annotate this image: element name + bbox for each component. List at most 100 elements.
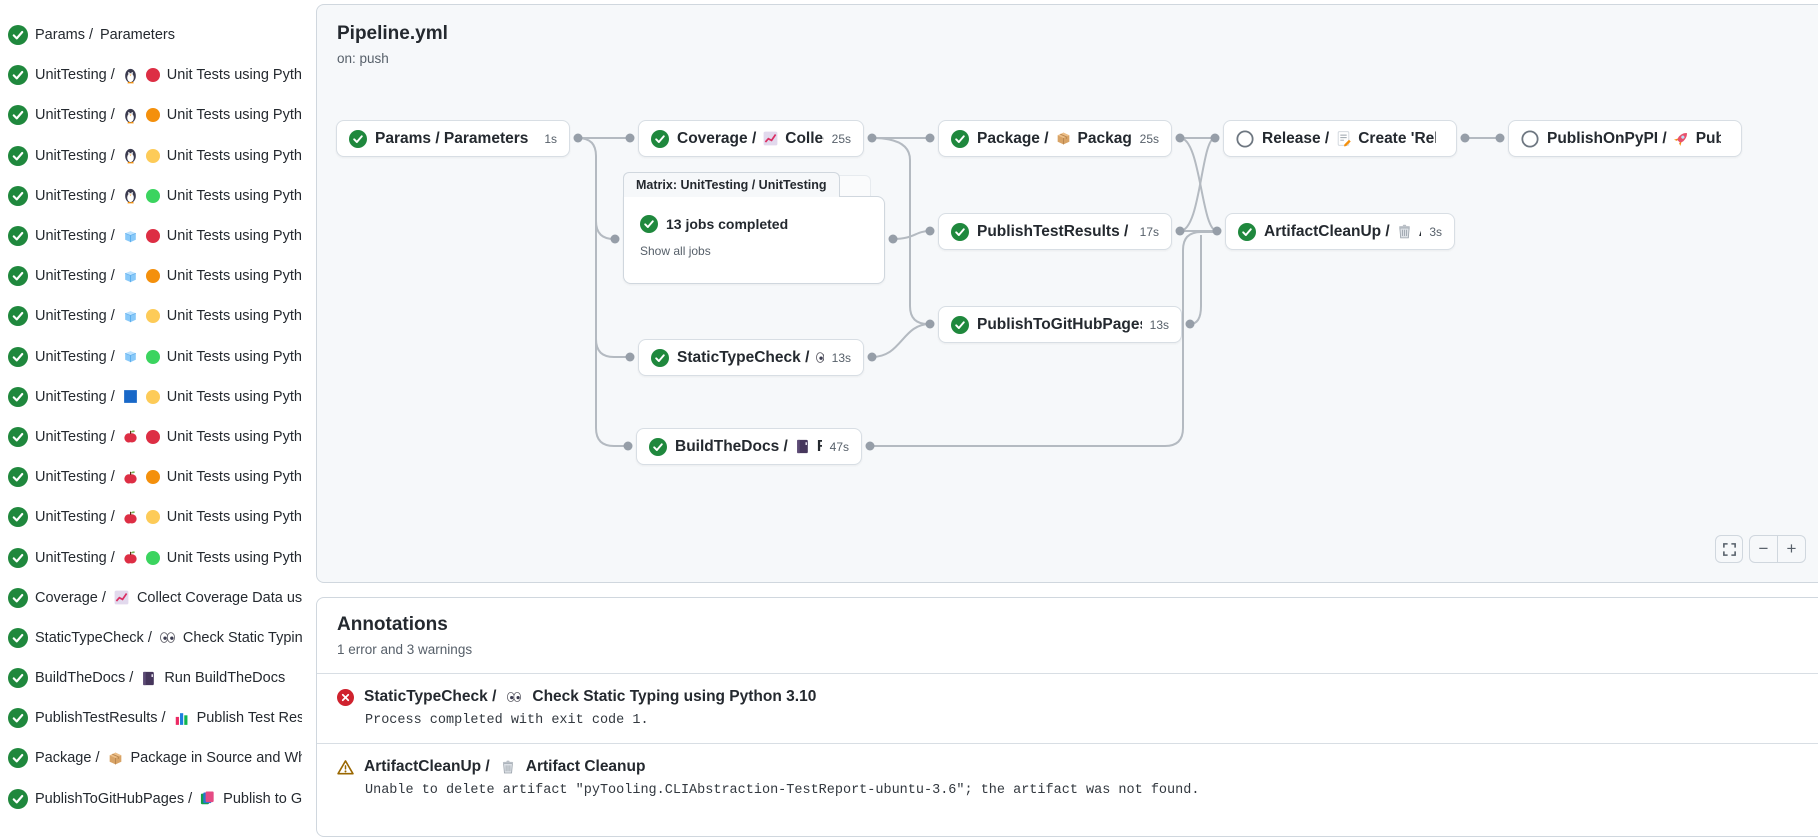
penguin-icon bbox=[122, 67, 139, 84]
sidebar-job-item[interactable]: UnitTesting / Unit Tests using Pyth... bbox=[0, 136, 302, 176]
annotation-job-name: StaticTypeCheck / bbox=[364, 688, 497, 705]
success-icon bbox=[951, 129, 969, 148]
sidebar-job-item[interactable]: UnitTesting / Unit Tests using Pyth... bbox=[0, 417, 302, 457]
annotations-title: Annotations bbox=[337, 614, 448, 635]
memo-icon bbox=[1335, 130, 1352, 147]
skipped-icon bbox=[1521, 129, 1539, 148]
sidebar-job-item[interactable]: BuildTheDocs / Run BuildTheDocs bbox=[0, 658, 302, 698]
job-node[interactable]: Package / Package in So... 25s bbox=[938, 120, 1172, 157]
job-list-sidebar: Params / Parameters UnitTesting / Unit T… bbox=[0, 15, 302, 819]
job-name: UnitTesting / bbox=[35, 228, 115, 245]
apple-icon bbox=[122, 549, 139, 566]
success-icon bbox=[8, 266, 28, 287]
sidebar-job-item[interactable]: UnitTesting / Unit Tests using Pyth... bbox=[0, 216, 302, 256]
job-title: Unit Tests using Pyth... bbox=[166, 469, 302, 486]
success-icon bbox=[651, 129, 669, 148]
job-node[interactable]: Params / Parameters 1s bbox=[336, 120, 570, 157]
job-node[interactable]: PublishToGitHubPages / ... 13s bbox=[938, 306, 1182, 343]
job-node[interactable]: BuildTheDocs / Run Buil... 47s bbox=[636, 428, 862, 465]
success-icon bbox=[8, 306, 28, 327]
job-title: Unit Tests using Pyth... bbox=[166, 428, 302, 445]
sidebar-job-item[interactable]: UnitTesting / Unit Tests using Pyth... bbox=[0, 497, 302, 537]
job-node[interactable]: ArtifactCleanUp / Artifac... 3s bbox=[1225, 213, 1455, 250]
job-node[interactable]: Release / Create 'Release P... bbox=[1223, 120, 1457, 157]
sidebar-job-item[interactable]: UnitTesting / Unit Tests using Pyth... bbox=[0, 377, 302, 417]
penguin-icon bbox=[122, 107, 139, 124]
rocket-icon bbox=[1673, 130, 1690, 147]
sidebar-job-item[interactable]: Package / Package in Source and Wh... bbox=[0, 738, 302, 778]
annotation-job-link[interactable]: ArtifactCleanUp / Artifact Cleanup bbox=[337, 758, 1818, 776]
job-name: PublishTestResults / bbox=[35, 710, 166, 727]
annotation-message: Unable to delete artifact "pyTooling.CLI… bbox=[365, 783, 1200, 798]
job-name: StaticTypeCheck / bbox=[35, 629, 152, 646]
job-node[interactable]: Coverage / Collect Cove... 25s bbox=[638, 120, 864, 157]
job-node[interactable]: PublishTestResults / Pu... 17s bbox=[938, 213, 1172, 250]
sidebar-job-item[interactable]: UnitTesting / Unit Tests using Pyth... bbox=[0, 176, 302, 216]
job-title: Unit Tests using Pyth... bbox=[166, 308, 302, 325]
trash-icon bbox=[1396, 223, 1413, 240]
job-name: UnitTesting / bbox=[35, 107, 115, 124]
chart-up-icon bbox=[762, 130, 779, 147]
status-check-icon bbox=[640, 215, 658, 233]
fullscreen-button[interactable] bbox=[1715, 535, 1743, 563]
sidebar-job-item[interactable]: UnitTesting / Unit Tests using Pyth... bbox=[0, 296, 302, 336]
job-duration: 25s bbox=[831, 131, 851, 146]
eyes-icon bbox=[159, 629, 176, 646]
job-name: UnitTesting / bbox=[35, 187, 115, 204]
job-name: UnitTesting / bbox=[35, 428, 115, 445]
success-icon bbox=[8, 467, 28, 488]
sidebar-job-item[interactable]: UnitTesting / Unit Tests using Pyth... bbox=[0, 537, 302, 577]
warning-icon bbox=[337, 759, 354, 776]
sidebar-job-item[interactable]: Coverage / Collect Coverage Data usi... bbox=[0, 578, 302, 618]
success-icon bbox=[951, 315, 969, 334]
job-duration: 17s bbox=[1139, 224, 1159, 239]
sidebar-job-item[interactable]: Params / Parameters bbox=[0, 15, 302, 55]
notebook-icon bbox=[794, 438, 811, 455]
python-version-dot-icon bbox=[145, 148, 160, 163]
job-title: Unit Tests using Pyth... bbox=[166, 268, 302, 285]
annotations-summary: 1 error and 3 warnings bbox=[337, 642, 473, 657]
success-icon bbox=[8, 587, 28, 608]
job-node-name: ArtifactCleanUp / bbox=[1264, 222, 1390, 240]
python-version-dot-icon bbox=[145, 429, 160, 444]
job-name: BuildTheDocs / bbox=[35, 670, 134, 687]
success-icon bbox=[8, 65, 28, 86]
python-version-dot-icon bbox=[145, 349, 160, 364]
sidebar-job-item[interactable]: UnitTesting / Unit Tests using Pyth... bbox=[0, 256, 302, 296]
annotation-job-link[interactable]: StaticTypeCheck / Check Static Typing us… bbox=[337, 688, 1818, 706]
apple-icon bbox=[122, 509, 139, 526]
zoom-out-button[interactable]: − bbox=[1750, 536, 1778, 562]
matrix-group-box[interactable]: 13 jobs completed Show all jobs bbox=[623, 196, 885, 284]
zoom-in-button[interactable]: + bbox=[1786, 539, 1797, 558]
job-title: Unit Tests using Pyth... bbox=[166, 228, 302, 245]
sidebar-job-item[interactable]: PublishToGitHubPages / Publish to G... bbox=[0, 779, 302, 819]
job-name: UnitTesting / bbox=[35, 147, 115, 164]
job-name: UnitTesting / bbox=[35, 549, 115, 566]
success-icon bbox=[651, 348, 669, 367]
success-icon bbox=[8, 668, 28, 689]
job-title: Unit Tests using Pyth... bbox=[166, 388, 302, 405]
success-icon bbox=[349, 129, 367, 148]
python-version-dot-icon bbox=[145, 510, 160, 525]
sidebar-job-item[interactable]: StaticTypeCheck / Check Static Typing... bbox=[0, 618, 302, 658]
job-node-title: Run Buil... bbox=[817, 438, 822, 456]
show-all-jobs-link[interactable]: Show all jobs bbox=[640, 244, 711, 258]
workflow-file-title: Pipeline.yml bbox=[337, 23, 448, 44]
sidebar-job-item[interactable]: UnitTesting / Unit Tests using Pyth... bbox=[0, 457, 302, 497]
sidebar-job-item[interactable]: UnitTesting / Unit Tests using Pyth... bbox=[0, 95, 302, 135]
job-title: Publish to G... bbox=[223, 790, 302, 807]
books-icon bbox=[199, 790, 216, 807]
job-node[interactable]: PublishOnPyPI / Publish to ... bbox=[1508, 120, 1742, 157]
success-icon bbox=[8, 708, 28, 729]
job-node-title: Publish to ... bbox=[1695, 129, 1721, 147]
sidebar-job-item[interactable]: UnitTesting / Unit Tests using Pyth... bbox=[0, 55, 302, 95]
success-icon bbox=[8, 547, 28, 568]
sidebar-job-item[interactable]: UnitTesting / Unit Tests using Pyth... bbox=[0, 337, 302, 377]
job-node[interactable]: StaticTypeCheck / Chec... 13s bbox=[638, 339, 864, 376]
annotation-message: Process completed with exit code 1. bbox=[365, 713, 649, 728]
sidebar-job-item[interactable]: PublishTestResults / Publish Test Resu..… bbox=[0, 698, 302, 738]
annotation-step-name: Check Static Typing using Python 3.10 bbox=[532, 688, 817, 705]
penguin-icon bbox=[122, 147, 139, 164]
job-node-title: Artifac... bbox=[1419, 223, 1422, 241]
package-icon bbox=[107, 750, 124, 767]
